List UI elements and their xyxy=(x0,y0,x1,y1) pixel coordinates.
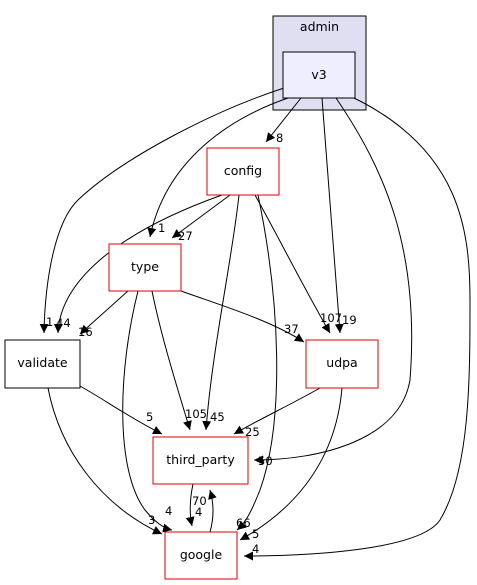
edge-udpa-third_party: 25 xyxy=(233,387,321,439)
edge-third_party-google: 4 xyxy=(185,483,202,527)
node-type-box xyxy=(108,243,182,292)
node-third_party-box xyxy=(152,436,249,485)
edge-config-third_party: 45 xyxy=(202,194,240,431)
edge-label-type-udpa: 37 xyxy=(284,322,299,336)
edge-udpa-google: 5 xyxy=(239,387,343,541)
edge-line-validate-third_party xyxy=(79,385,163,435)
edge-line-google-third_party xyxy=(208,489,217,533)
node-validate[interactable]: validate xyxy=(4,339,81,389)
node-v3-label: v3 xyxy=(311,67,326,82)
edge-label-v3-udpa: 19 xyxy=(342,313,357,327)
edge-label-v3-validate: 1 xyxy=(46,315,53,329)
edge-line-v3-validate xyxy=(39,87,285,334)
edge-label-third_party-google: 4 xyxy=(195,505,202,519)
edge-type-validate: 16 xyxy=(78,290,129,339)
edge-label-config-validate: 44 xyxy=(56,316,71,330)
node-config[interactable]: config xyxy=(206,147,280,196)
node-config-box xyxy=(206,147,280,196)
edge-line-third_party-google xyxy=(185,483,195,527)
edge-line-config-third_party xyxy=(202,194,240,431)
edge-line-config-google xyxy=(236,194,278,531)
edge-label-google-third_party: 70 xyxy=(192,494,207,508)
edge-line-type-validate xyxy=(79,290,129,335)
edge-config-google: 66 xyxy=(236,194,278,531)
edge-v3-udpa: 19 xyxy=(321,97,357,334)
edge-line-config-type xyxy=(171,194,231,239)
edge-label-udpa-google: 5 xyxy=(252,527,259,541)
node-google[interactable]: google xyxy=(164,531,238,580)
node-type[interactable]: type xyxy=(108,243,182,292)
node-google-box xyxy=(164,531,238,580)
edge-line-config-validate xyxy=(53,194,223,334)
edge-type-third_party: 105 xyxy=(151,290,207,431)
cluster-admin-label: admin xyxy=(300,19,339,34)
edge-validate-google: 3 xyxy=(47,387,163,535)
edge-type-udpa: 37 xyxy=(180,290,305,343)
edge-label-config-type: 27 xyxy=(178,229,193,243)
edge-label-type-validate: 16 xyxy=(78,325,93,339)
node-validate-label: validate xyxy=(17,355,67,370)
edge-line-config-udpa xyxy=(254,194,331,334)
node-udpa[interactable]: udpa xyxy=(305,339,379,389)
edge-label-config-google: 66 xyxy=(236,516,251,530)
edge-line-validate-google xyxy=(47,387,163,535)
node-third_party-label: third_party xyxy=(166,452,235,467)
edge-config-udpa: 107 xyxy=(254,194,342,334)
edge-label-config-udpa: 107 xyxy=(320,311,342,325)
edge-line-v3-type xyxy=(147,97,289,238)
edge-v3-type: 1 xyxy=(147,97,289,238)
edge-line-udpa-google xyxy=(239,387,343,541)
edge-line-v3-udpa xyxy=(321,97,344,334)
edge-line-type-google xyxy=(122,290,173,533)
edge-line-type-udpa xyxy=(180,290,305,343)
edge-line-v3-config xyxy=(265,97,302,143)
edge-label-udpa-third_party: 25 xyxy=(245,425,260,439)
edge-line-udpa-third_party xyxy=(233,387,321,435)
edge-v3-validate: 1 xyxy=(39,87,285,334)
edge-label-v3-config: 8 xyxy=(276,131,283,145)
node-google-label: google xyxy=(180,547,223,562)
node-third_party[interactable]: third_party xyxy=(152,436,249,485)
node-v3[interactable]: v3 xyxy=(282,51,356,99)
edge-label-validate-third_party: 5 xyxy=(146,410,153,424)
edge-line-type-third_party xyxy=(151,290,192,431)
node-type-label: type xyxy=(131,259,159,274)
edge-config-validate: 44 xyxy=(53,194,223,334)
edge-line-v3-third_party xyxy=(253,97,413,465)
node-v3-box xyxy=(282,51,356,99)
edge-v3-config: 8 xyxy=(265,97,302,145)
edge-label-v3-type: 1 xyxy=(158,221,165,235)
edge-validate-third_party: 5 xyxy=(79,385,163,435)
edge-v3-google: 4 xyxy=(243,97,471,561)
node-validate-box xyxy=(4,339,81,389)
edge-label-type-google: 4 xyxy=(165,504,172,518)
node-udpa-label: udpa xyxy=(326,355,357,370)
edge-label-v3-third_party: 50 xyxy=(258,454,273,468)
node-udpa-box xyxy=(305,339,379,389)
edge-type-google: 4 xyxy=(122,290,173,533)
edge-config-type: 27 xyxy=(171,194,231,243)
edge-label-config-third_party: 45 xyxy=(210,410,225,424)
edge-line-v3-google xyxy=(243,97,471,561)
edge-label-type-third_party: 105 xyxy=(185,407,207,421)
edge-label-validate-google: 3 xyxy=(148,513,155,527)
edge-label-v3-google: 4 xyxy=(252,542,259,556)
node-config-label: config xyxy=(224,163,262,178)
edge-google-third_party: 70 xyxy=(192,489,217,533)
